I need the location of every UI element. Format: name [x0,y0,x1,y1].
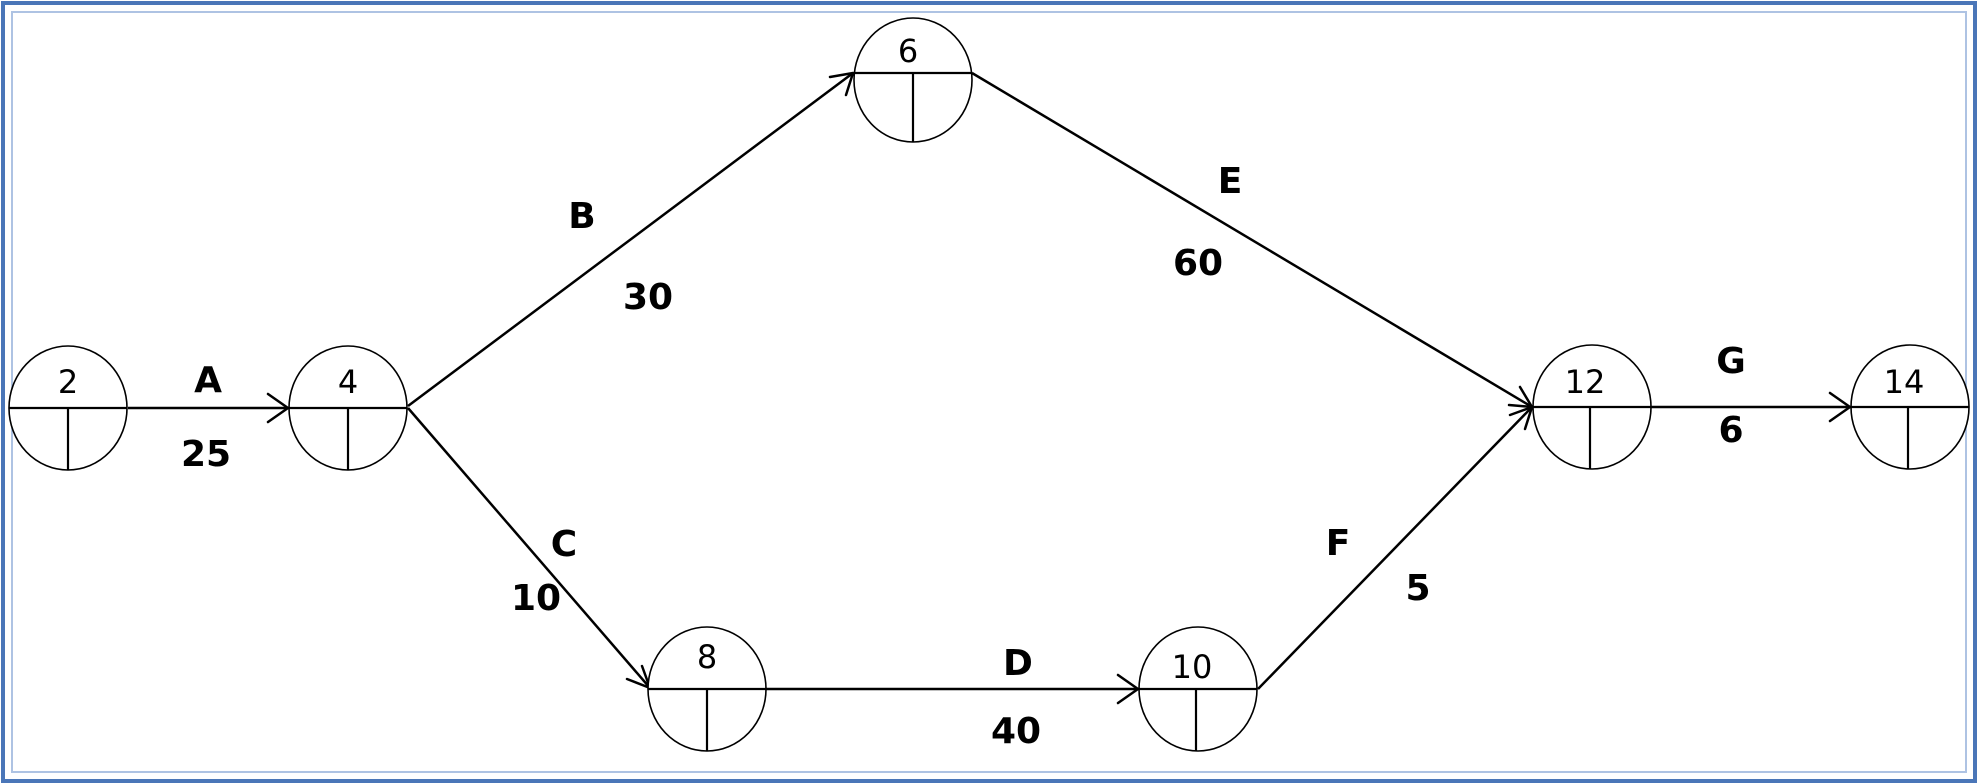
node-number: 14 [1884,363,1925,401]
event-node-14: 14 [1850,344,1970,470]
activity-f-label: F [1326,523,1351,564]
node-number: 4 [338,363,358,401]
activity-e-duration: 60 [1173,243,1223,284]
activity-d-label: D [1003,643,1033,684]
activity-c-duration: 10 [511,578,561,619]
arrowhead-icon [1116,673,1140,705]
edge-g [1651,391,1852,423]
event-node-10: 10 [1138,626,1258,752]
activity-a-duration: 25 [181,434,231,475]
edge-f [1257,405,1534,690]
event-node-2: 2 [8,345,128,471]
arrowhead-icon [1508,405,1534,431]
arrowhead-icon [828,71,855,97]
edge-d [766,673,1140,705]
activity-d-duration: 40 [991,711,1041,752]
activity-g-duration: 6 [1718,410,1743,451]
node-number: 2 [58,363,78,401]
arrowhead-icon [266,392,290,424]
activity-b-label: B [568,196,595,237]
activity-e-label: E [1218,161,1243,202]
event-node-12: 12 [1532,344,1652,470]
node-number: 8 [697,638,717,676]
node-number: 10 [1172,648,1213,686]
activity-c-label: C [551,524,577,565]
node-number: 12 [1565,363,1606,401]
event-node-4: 4 [288,345,408,471]
activity-b-duration: 30 [623,277,673,318]
event-node-8: 8 [647,626,767,752]
event-node-6: 6 [853,17,973,143]
edge-b [407,71,855,408]
edge-a [128,392,290,424]
activity-a-label: A [194,360,222,401]
activity-g-label: G [1716,341,1746,382]
arrowhead-icon [1828,391,1852,423]
node-number: 6 [898,32,918,70]
activity-f-duration: 5 [1405,568,1430,609]
